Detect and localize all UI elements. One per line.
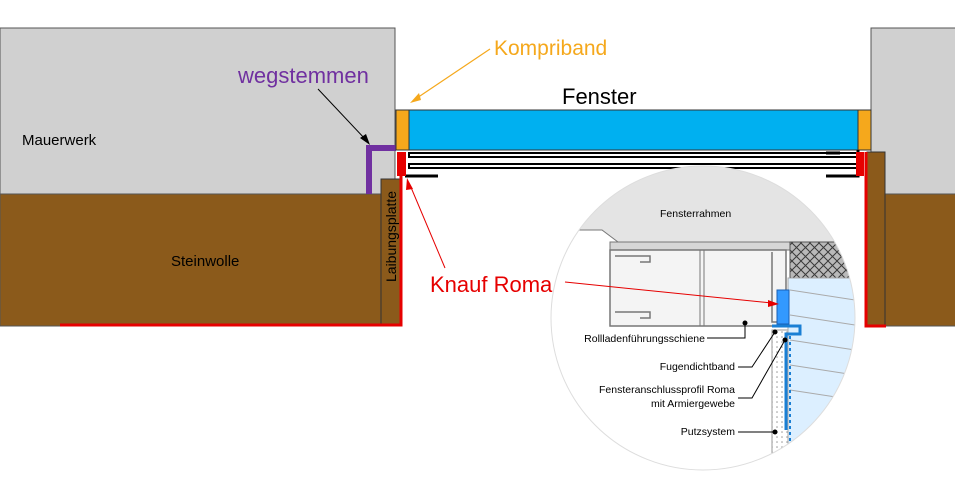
leader-profil xyxy=(738,339,786,399)
leader-fugendichtband xyxy=(738,331,776,368)
kompriband-right xyxy=(857,109,872,151)
leader-profil-dot xyxy=(782,337,788,343)
wegstemmen-bracket xyxy=(366,145,396,194)
kompriband-left xyxy=(395,109,410,151)
mauerwerk-left xyxy=(0,27,396,195)
steinwolle-left xyxy=(0,193,382,327)
arrow-knauf-roma-detail xyxy=(564,281,773,304)
fugendichtband-detail xyxy=(776,289,790,325)
label-steinwolle: Steinwolle xyxy=(171,253,239,270)
label-putzsystem: Putzsystem xyxy=(681,426,736,438)
label-rollladen: Rollladenführungsschiene xyxy=(584,333,705,345)
label-kompriband: Kompriband xyxy=(494,37,607,60)
label-mauerwerk: Mauerwerk xyxy=(22,132,97,149)
arrow-knauf-roma-left xyxy=(409,184,446,269)
arrow-knauf-roma-detail-head xyxy=(768,300,779,307)
knauf-roma-line-left xyxy=(60,152,403,327)
rollladen-rail-top xyxy=(408,152,859,158)
label-wegstemmen: wegstemmen xyxy=(237,63,369,88)
laibungsplatte-right xyxy=(866,151,886,326)
detail-circle-border xyxy=(550,165,856,471)
label-profil-line2: mit Armiergewebe xyxy=(651,398,735,410)
label-profil-line1: Fensteranschlussprofil Roma xyxy=(599,384,735,396)
roma-profile-detail xyxy=(772,324,802,430)
steinwolle-right xyxy=(883,193,955,327)
label-laibungsplatte: Laibungsplatte xyxy=(383,191,399,282)
label-fensterrahmen: Fensterrahmen xyxy=(660,208,731,220)
fenster-frame xyxy=(408,109,859,151)
label-knauf-roma: Knauf Roma xyxy=(430,272,553,297)
red-seal-right xyxy=(856,152,864,176)
leader-rollladen xyxy=(707,323,746,339)
leader-putz-dot xyxy=(772,429,778,435)
arrow-knauf-roma-left-head xyxy=(406,178,413,190)
leader-fugendichtband-dot xyxy=(772,329,778,335)
knauf-roma-line-right xyxy=(864,152,886,328)
leader-rollladen-dot xyxy=(742,320,748,326)
rollladen-rail-bottom xyxy=(408,163,859,169)
red-seal-left xyxy=(397,152,406,176)
arrow-kompriband-head xyxy=(410,93,421,103)
label-fugendichtband: Fugendichtband xyxy=(660,361,735,373)
label-fenster: Fenster xyxy=(562,84,637,109)
arrow-kompriband xyxy=(413,48,491,101)
arrow-wegstemmen-head xyxy=(360,134,370,145)
arrow-wegstemmen xyxy=(317,88,367,141)
